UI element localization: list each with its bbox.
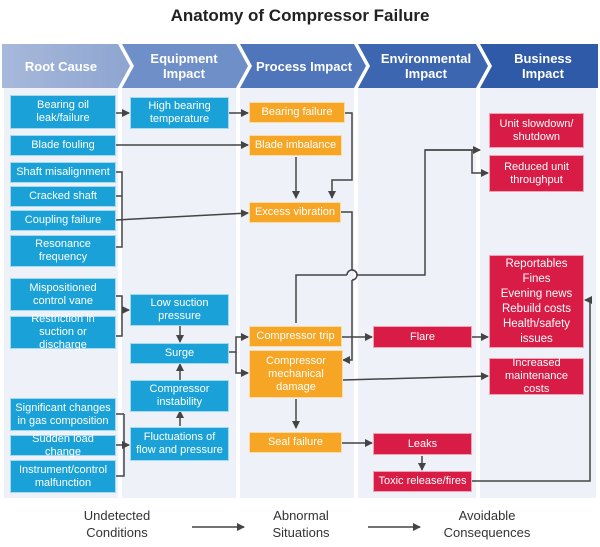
- process-compressor-trip: Compressor trip: [249, 326, 342, 347]
- header-root-shape: [2, 44, 130, 88]
- business-unit-slowdown: Unit slowdown/ shutdown: [489, 113, 584, 148]
- business-reportables-line: Rebuild costs: [501, 302, 572, 315]
- environmental-toxic-release: Toxic release/fires: [373, 471, 472, 492]
- equipment-fluctuations: Fluctuations of flow and pressure: [130, 427, 229, 461]
- equipment-low-suction-pressure: Low suction pressure: [130, 294, 229, 326]
- business-reportables-line: Health/safety issues: [502, 317, 571, 345]
- diagram-title: Anatomy of Compressor Failure: [170, 6, 430, 25]
- environmental-column: [358, 88, 476, 498]
- root-coupling-failure: Coupling failure: [10, 210, 116, 231]
- environmental-leaks: Leaks: [373, 433, 472, 455]
- root-mispositioned-control-vane: Mispositioned control vane: [10, 278, 116, 311]
- root-shaft-misalignment: Shaft misalignment: [10, 162, 116, 183]
- header-equipment-impact: Equipment Impact: [150, 51, 218, 81]
- process-blade-imbalance: Blade imbalance: [249, 135, 342, 156]
- process-excess-vibration: Excess vibration: [249, 202, 341, 223]
- root-instrument-malfunction: Instrument/control malfunction: [10, 460, 116, 493]
- environmental-flare: Flare: [373, 326, 472, 348]
- process-mechanical-damage: Compressor mechanical damage: [249, 350, 343, 398]
- business-reportables-line: Reportables: [505, 257, 568, 270]
- header-environmental-impact: Environmental Impact: [380, 51, 472, 81]
- root-cracked-shaft: Cracked shaft: [10, 186, 116, 207]
- header-business-impact: Business Impact: [514, 51, 572, 81]
- bottom-undetected-conditions: Undetected Conditions: [83, 508, 151, 540]
- root-bearing-oil-leak: Bearing oil leak/failure: [10, 95, 116, 129]
- equipment-surge: Surge: [130, 343, 229, 364]
- process-bearing-failure: Bearing failure: [249, 102, 345, 123]
- equipment-high-bearing-temperature: High bearing temperature: [130, 97, 229, 129]
- root-restriction: Restriction in suction or discharge: [10, 313, 116, 351]
- header-equipment-shape: [122, 44, 248, 88]
- bottom-avoidable-consequences: Avoidable Consequences: [443, 508, 531, 540]
- equipment-compressor-instability: Compressor instability: [130, 380, 229, 412]
- header-root-cause: Root Cause: [24, 58, 98, 74]
- business-reportables-line: Fines: [522, 272, 551, 285]
- process-column: [240, 88, 354, 498]
- root-sudden-load-change: Sudden load change: [10, 433, 116, 458]
- root-resonance-frequency: Resonance frequency: [10, 235, 116, 267]
- root-blade-fouling: Blade fouling: [10, 135, 116, 156]
- root-gas-composition: Significant changes in gas composition: [10, 398, 116, 431]
- process-seal-failure: Seal failure: [249, 432, 342, 453]
- business-maintenance-costs: Increased maintenance costs: [489, 357, 584, 395]
- header-business-shape: [480, 44, 598, 88]
- header-process-impact: Process Impact: [255, 58, 353, 74]
- bottom-abnormal-situations: Abnormal Situations: [272, 508, 330, 540]
- header-environmental-shape: [358, 44, 488, 88]
- business-reportables-line: Evening news: [500, 287, 573, 300]
- business-reduced-throughput: Reduced unit throughput: [489, 155, 584, 192]
- header-process-shape: [240, 44, 366, 88]
